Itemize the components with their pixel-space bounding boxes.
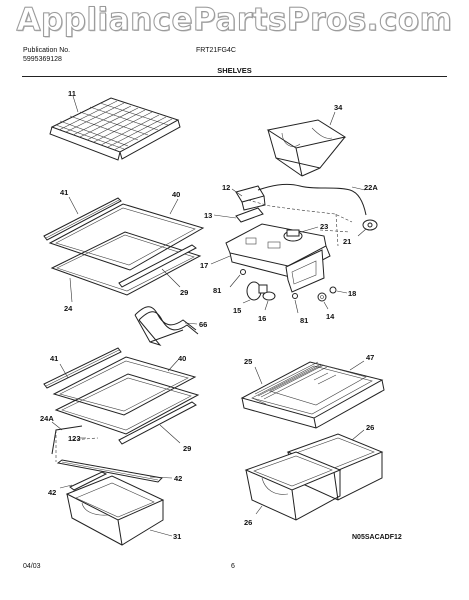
callout-24a: 24A	[40, 414, 54, 423]
callout-11: 11	[68, 89, 76, 98]
watermark: AppliancePartsPros.com	[16, 2, 453, 39]
callout-81-right: 81	[300, 316, 308, 325]
part-25-cover-frame	[240, 361, 385, 429]
model-number: FRT21FG4C	[196, 47, 236, 54]
callout-29-lower: 29	[183, 444, 191, 453]
callout-26-right: 26	[366, 423, 374, 432]
callout-18: 18	[348, 289, 356, 298]
callout-81-left: 81	[213, 286, 221, 295]
part-123-rails	[51, 425, 99, 462]
callout-15: 15	[233, 306, 241, 315]
part-17-housing	[210, 223, 331, 293]
part-14-nut	[317, 292, 329, 310]
part-24-shelf-frame	[50, 231, 202, 303]
footer-date: 04/03	[23, 563, 41, 570]
callout-41-upper: 41	[60, 188, 68, 197]
part-47-cover-glass	[269, 360, 367, 406]
callout-41-lower: 41	[50, 354, 58, 363]
part-40-glass-upper	[48, 198, 205, 271]
part-81-screw-left	[229, 269, 246, 288]
callout-40-lower: 40	[178, 354, 186, 363]
part-40-glass-lower	[52, 356, 197, 416]
part-23-valve	[283, 226, 319, 242]
part-29-side-rail-upper	[118, 244, 197, 288]
part-16-socket	[262, 291, 276, 311]
callout-123: 123	[68, 434, 81, 443]
callout-13: 13	[204, 211, 212, 220]
callout-14: 14	[326, 312, 335, 321]
callout-16: 16	[258, 314, 266, 323]
page-number: 6	[231, 563, 235, 570]
callout-40-upper: 40	[172, 190, 180, 199]
part-34-bin	[266, 111, 347, 177]
part-11-wire-shelf	[49, 95, 181, 161]
part-18-screw	[329, 286, 348, 294]
callout-25: 25	[244, 357, 252, 366]
part-41-front-trim-lower	[43, 347, 122, 389]
callout-29-upper: 29	[180, 288, 188, 297]
header-rule	[22, 76, 447, 77]
callout-34: 34	[334, 103, 343, 112]
part-66-wire-rack	[134, 306, 199, 346]
part-41-front-trim-upper	[43, 196, 122, 241]
part-42-slide-rails	[56, 459, 173, 491]
part-22a-wire-harness	[247, 183, 367, 247]
callout-66: 66	[199, 320, 207, 329]
part-24a-shelf-frame	[51, 373, 200, 435]
part-31-drawer	[65, 475, 173, 546]
part-81-screw-right	[292, 293, 299, 314]
callout-12: 12	[222, 183, 230, 192]
callout-21: 21	[343, 237, 351, 246]
part-15-bulb	[242, 281, 268, 304]
diagram-code: N05SACADF12	[352, 534, 402, 541]
callout-47: 47	[366, 353, 374, 362]
callout-31: 31	[173, 532, 181, 541]
section-title: SHELVES	[217, 66, 252, 75]
part-26-crisper-drawers	[244, 429, 384, 521]
part-21-connector	[357, 219, 378, 237]
part-13-clip	[213, 207, 264, 223]
publication-label: Publication No.	[23, 47, 71, 54]
callout-24: 24	[64, 304, 73, 313]
part-29-side-rail-lower	[118, 401, 197, 445]
callout-42-left: 42	[48, 488, 56, 497]
callout-42-right: 42	[174, 474, 182, 483]
callout-26-left: 26	[244, 518, 252, 527]
publication-number: 5995369128	[23, 56, 62, 63]
callout-22a: 22A	[364, 183, 378, 192]
callout-23: 23	[320, 222, 328, 231]
part-12-bracket	[231, 185, 266, 211]
callout-17: 17	[200, 261, 208, 270]
